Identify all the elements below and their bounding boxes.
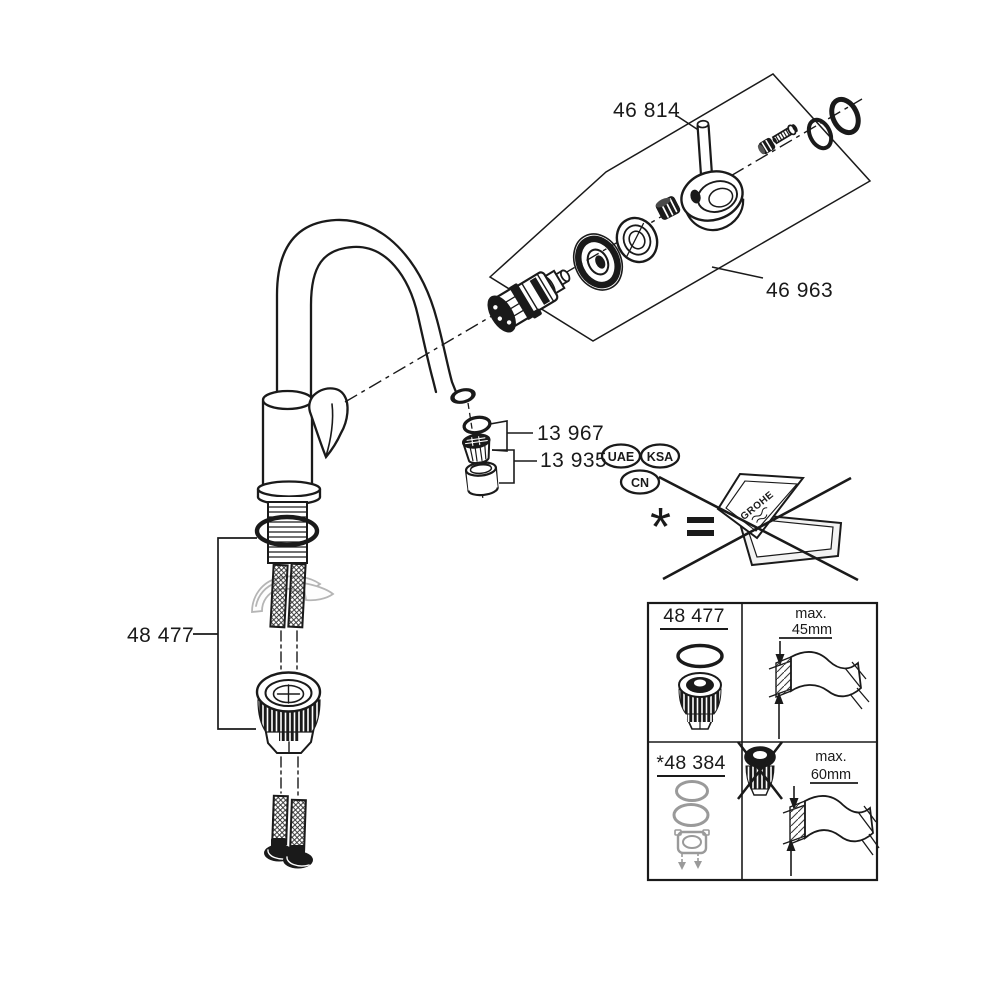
crossed-grohe-box-drawing: GROHE [658,472,859,582]
spout-end-kit-label: 13 935 [540,449,607,472]
connection-kit-callout: 48 477 [127,537,257,730]
aerator-o-ring-drawing [462,415,492,435]
mousser-kit-label: 13 967 [537,422,604,445]
exploded-parts-group [487,96,861,333]
region-badge-uae: UAE [600,443,642,469]
table-row1-dim-cell: max. 45mm [768,606,870,739]
table-row2-part-cell: *48 384 [656,752,725,870]
mousser-kit-bracket [489,420,533,452]
equals-sign [687,517,714,536]
badge-uae-label: UAE [608,450,634,464]
hose-fitting-drawing [283,845,313,869]
threaded-shank-drawing [267,501,308,564]
table-max2-label: max. [815,749,846,765]
spout-end-cap [450,388,476,404]
spout-arc-drawing [275,218,476,404]
bracket-line [193,537,257,730]
counter-section-45-drawing [775,651,870,710]
table-o-ring-icon [676,643,724,669]
screw-nut-drawing [757,137,776,155]
shank-o-ring-drawing [254,514,320,548]
kit-boundary-outline [488,73,872,342]
mousser-shroud-drawing [464,461,499,497]
cross-out-x [658,475,859,582]
glide-ring-drawing [615,216,659,264]
asterisk-symbol: * [650,497,671,557]
faucet-drawing [251,218,476,869]
spout-end-kit-bracket [492,449,537,484]
handle-screw-drawing [771,124,798,145]
table-part2-label: *48 384 [656,752,725,774]
mounting-nut-drawing [255,671,322,754]
table-seal-rings-icon [672,780,710,870]
adapter-nut-drawing [655,196,681,220]
faucet-body-drawing [251,387,349,869]
table-max1-value: 45mm [792,622,832,638]
table-mounting-nut-icon [678,672,722,730]
side-lever-drawing [308,387,349,460]
mousser-callouts: 13 967 13 935 UAE KSA CN [489,420,681,495]
main-axis-dashdot [344,98,863,403]
table-row1-part-cell: 48 477 [660,605,728,730]
dome-cap-drawing [572,233,624,291]
region-badge-ksa: KSA [639,443,681,469]
o-ring-small-drawing [806,117,834,151]
table-max2-value: 60mm [811,767,851,783]
cartridge-drawing [487,269,571,333]
counter-section-60-drawing [789,795,880,856]
o-ring-large-drawing [829,96,861,136]
handle-lever-drawing [680,170,745,232]
asterisk-note: * GROHE [650,472,859,582]
connection-kit-label: 48 477 [127,624,194,647]
hose-tails-drawing [264,794,313,869]
crossed-nut-icon [737,741,783,800]
badge-cn-label: CN [631,476,649,490]
installation-table: 48 477 max. 45mm [646,601,880,882]
table-part1-label: 48 477 [663,605,724,627]
mousser-insert-drawing [461,433,491,465]
escutcheon-kit-label: 46 963 [766,279,833,302]
table-row2-dim-cell: max. 60mm [737,741,880,876]
handle-kit-label: 46 814 [613,99,680,122]
table-max1-label: max. [795,606,826,622]
region-badge-cn: CN [619,469,661,495]
badge-ksa-label: KSA [647,450,673,464]
braided-hoses-drawing [269,562,307,629]
aerator-parts-group [461,415,499,497]
escutcheon-kit-leader [711,266,764,279]
